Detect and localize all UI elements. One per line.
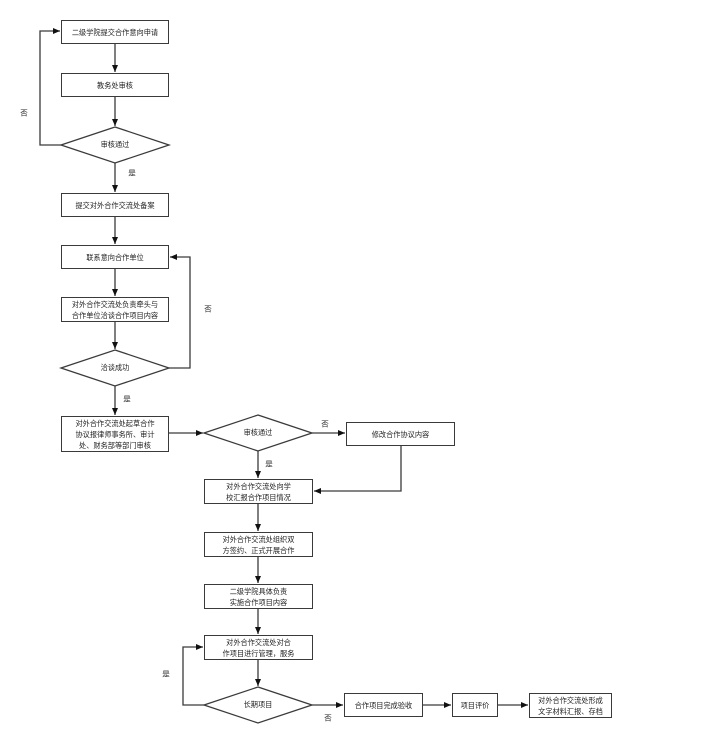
decision-diamond-review-2 [201, 414, 315, 452]
node-label: 提交对外合作交流处备案 [75, 200, 155, 210]
process-sign-agreement: 对外合作交流处组织双 方签约、正式开展合作 [204, 532, 313, 557]
node-label: 联系意向合作单位 [86, 252, 144, 262]
node-label-line-2: 协议报律师事务所、审计 [75, 429, 155, 439]
process-implement-project: 二级学院具体负责 实施合作项目内容 [204, 584, 313, 609]
node-label-line-2: 校汇报合作项目情况 [226, 492, 291, 502]
process-report-to-school: 对外合作交流处向学 校汇报合作项目情况 [204, 479, 313, 504]
edge-label-no-2: 否 [204, 304, 212, 314]
process-academic-review: 教务处审核 [61, 73, 169, 97]
node-label-line-1: 对外合作交流处形成 [538, 695, 603, 705]
node-label-line-1: 对外合作交流处向学 [226, 481, 291, 491]
edge-label-yes-4: 是 [162, 669, 170, 679]
edge-label-yes-3: 是 [265, 459, 273, 469]
process-revise-agreement: 修改合作协议内容 [346, 422, 455, 446]
decision-label-review-2: 审核通过 [243, 428, 273, 437]
process-submit-application: 二级学院提交合作意向申请 [61, 20, 169, 44]
edge-label-yes-2: 是 [123, 394, 131, 404]
node-label-line-1: 二级学院具体负责 [229, 586, 288, 596]
decision-label-review-1: 审核通过 [100, 140, 130, 149]
edge-label-no-3: 否 [321, 419, 329, 429]
edge-decision4-yes-loop [182, 644, 204, 706]
node-label-line-2: 作项目进行管理，服务 [222, 648, 295, 658]
decision-diamond-review-1 [58, 126, 172, 164]
process-file-record: 提交对外合作交流处备案 [61, 193, 169, 217]
edge-label-no-1: 否 [20, 108, 28, 118]
node-label: 合作项目完成验收 [354, 700, 413, 710]
edge-decision1-no-loop [39, 28, 61, 146]
node-label-line-1: 对外合作交流处组织双 [222, 534, 295, 544]
node-label-line-2: 方签约、正式开展合作 [222, 545, 295, 555]
node-label-line-1: 对外合作交流处起草合作 [75, 418, 155, 428]
edge-label-no-4: 否 [324, 713, 332, 723]
node-label-line-3: 处、财务部等部门审核 [79, 440, 151, 450]
decision-label-negotiation: 洽谈成功 [100, 363, 130, 372]
process-project-acceptance: 合作项目完成验收 [344, 693, 423, 717]
process-manage-project: 对外合作交流处对合 作项目进行管理，服务 [204, 635, 313, 660]
node-label: 修改合作协议内容 [371, 429, 430, 439]
process-draft-agreement: 对外合作交流处起草合作 协议报律师事务所、审计 处、财务部等部门审核 [61, 416, 169, 452]
edge-label-yes-1: 是 [128, 168, 136, 178]
decision-diamond-long-term [201, 686, 315, 724]
node-label-line-1: 对外合作交流处对合 [226, 637, 291, 647]
process-project-evaluation: 项目评价 [452, 693, 498, 717]
decision-label-long-term: 长期项目 [243, 700, 273, 709]
node-label: 教务处审核 [97, 80, 133, 90]
edge-decision2-no-loop [169, 254, 191, 369]
node-label-line-1: 对外合作交流处负责牵头与 [71, 299, 159, 309]
process-negotiate-content: 对外合作交流处负责牵头与 合作单位洽谈合作项目内容 [61, 297, 169, 322]
node-label-line-2: 实施合作项目内容 [229, 597, 288, 607]
process-report-archive: 对外合作交流处形成 文字材料汇报、存档 [529, 693, 612, 718]
node-label-line-2: 文字材料汇报、存档 [538, 706, 603, 716]
node-label: 二级学院提交合作意向申请 [71, 27, 159, 37]
node-label-line-2: 合作单位洽谈合作项目内容 [71, 310, 159, 320]
node-label: 项目评价 [460, 700, 490, 710]
process-contact-partner: 联系意向合作单位 [61, 245, 169, 269]
edge-revise-to-report [314, 445, 402, 494]
decision-diamond-negotiation [58, 349, 172, 387]
